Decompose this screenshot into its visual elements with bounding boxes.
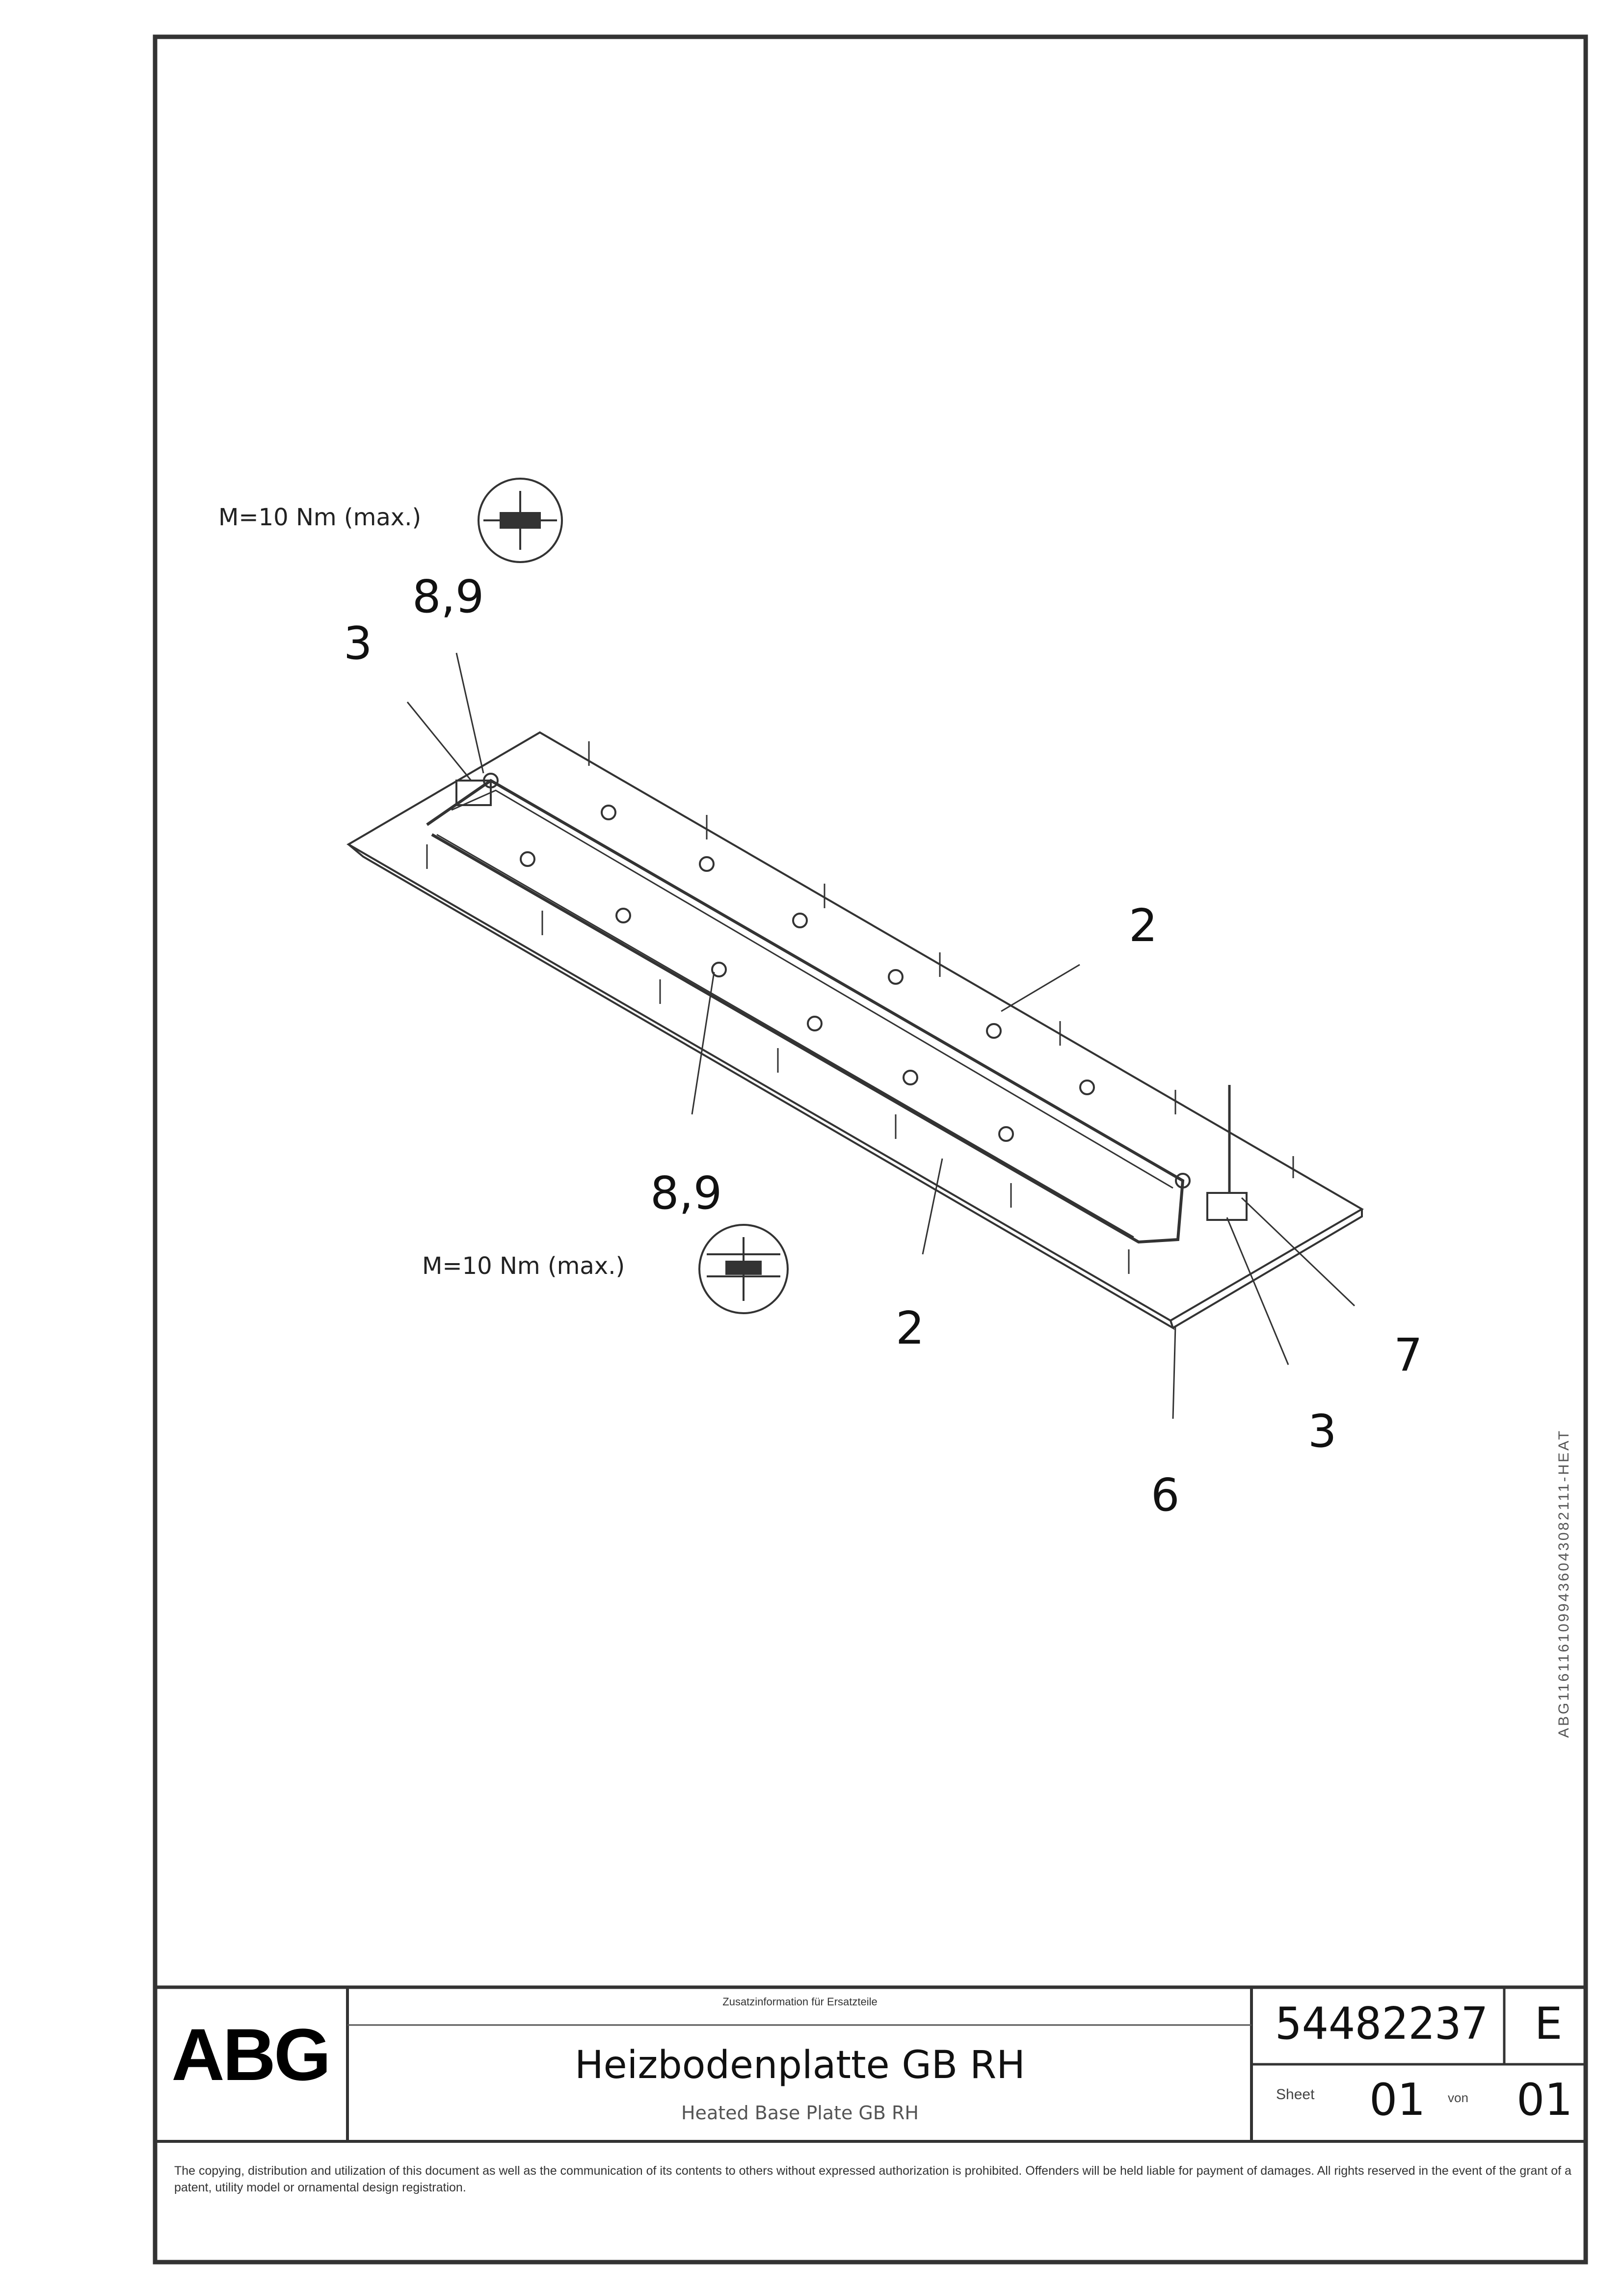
callout-8-9-top: 8,9 <box>412 570 484 623</box>
torque-note-top: M=10 Nm (max.) <box>218 504 422 531</box>
terminal-box-left <box>455 780 492 806</box>
drawing-title: Heizbodenplatte GB RH <box>575 2043 1025 2087</box>
screw-row-2 <box>426 844 1130 1274</box>
torque-symbol-top-icon <box>478 478 563 563</box>
torque-symbol-bottom-icon <box>698 1224 789 1314</box>
leader-lines <box>406 652 1356 1419</box>
sheet-label: Sheet <box>1276 2086 1315 2103</box>
base-plate-edge <box>347 843 1175 1330</box>
callout-2-top: 2 <box>1129 899 1158 952</box>
company-logo: ABG <box>171 2013 331 2096</box>
callout-3-top: 3 <box>344 617 372 670</box>
base-plate-drawing <box>346 731 1364 1330</box>
drawing-subtitle: Heated Base Plate GB RH <box>681 2102 919 2124</box>
copyright-notice: The copying, distribution and utilizatio… <box>174 2164 1571 2194</box>
drawing-border <box>153 34 1588 2265</box>
side-reference: ABG1161161099436043082111-HEAT <box>1556 1429 1572 1738</box>
clip-row-bottom <box>520 851 1014 1142</box>
heating-rod-mid <box>436 834 1134 1238</box>
callout-2-bottom: 2 <box>896 1302 925 1354</box>
base-plate-outline <box>346 731 1364 1322</box>
callout-8-9-bottom: 8,9 <box>650 1167 722 1219</box>
base-plate-edge-right <box>1172 1209 1363 1329</box>
supplement-note: Zusatzinformation für Ersatzteile <box>722 1996 878 2008</box>
part-number: 54482237 <box>1275 1998 1488 2050</box>
sheet-total: 01 <box>1517 2074 1573 2126</box>
screw-row-1 <box>588 741 1294 1178</box>
of-label: von <box>1448 2090 1468 2105</box>
heating-rod-outer <box>426 779 1185 1244</box>
callout-7: 7 <box>1394 1329 1423 1381</box>
heating-rod-inner <box>451 789 1173 1189</box>
terminal-box <box>1206 1192 1248 1221</box>
revision-letter: E <box>1534 1998 1563 2050</box>
callout-6: 6 <box>1151 1469 1180 1521</box>
callout-3-right: 3 <box>1308 1405 1337 1458</box>
clip-row-top <box>483 773 1191 1189</box>
sheet-number: 01 <box>1369 2074 1426 2126</box>
torque-note-bottom: M=10 Nm (max.) <box>422 1252 625 1280</box>
